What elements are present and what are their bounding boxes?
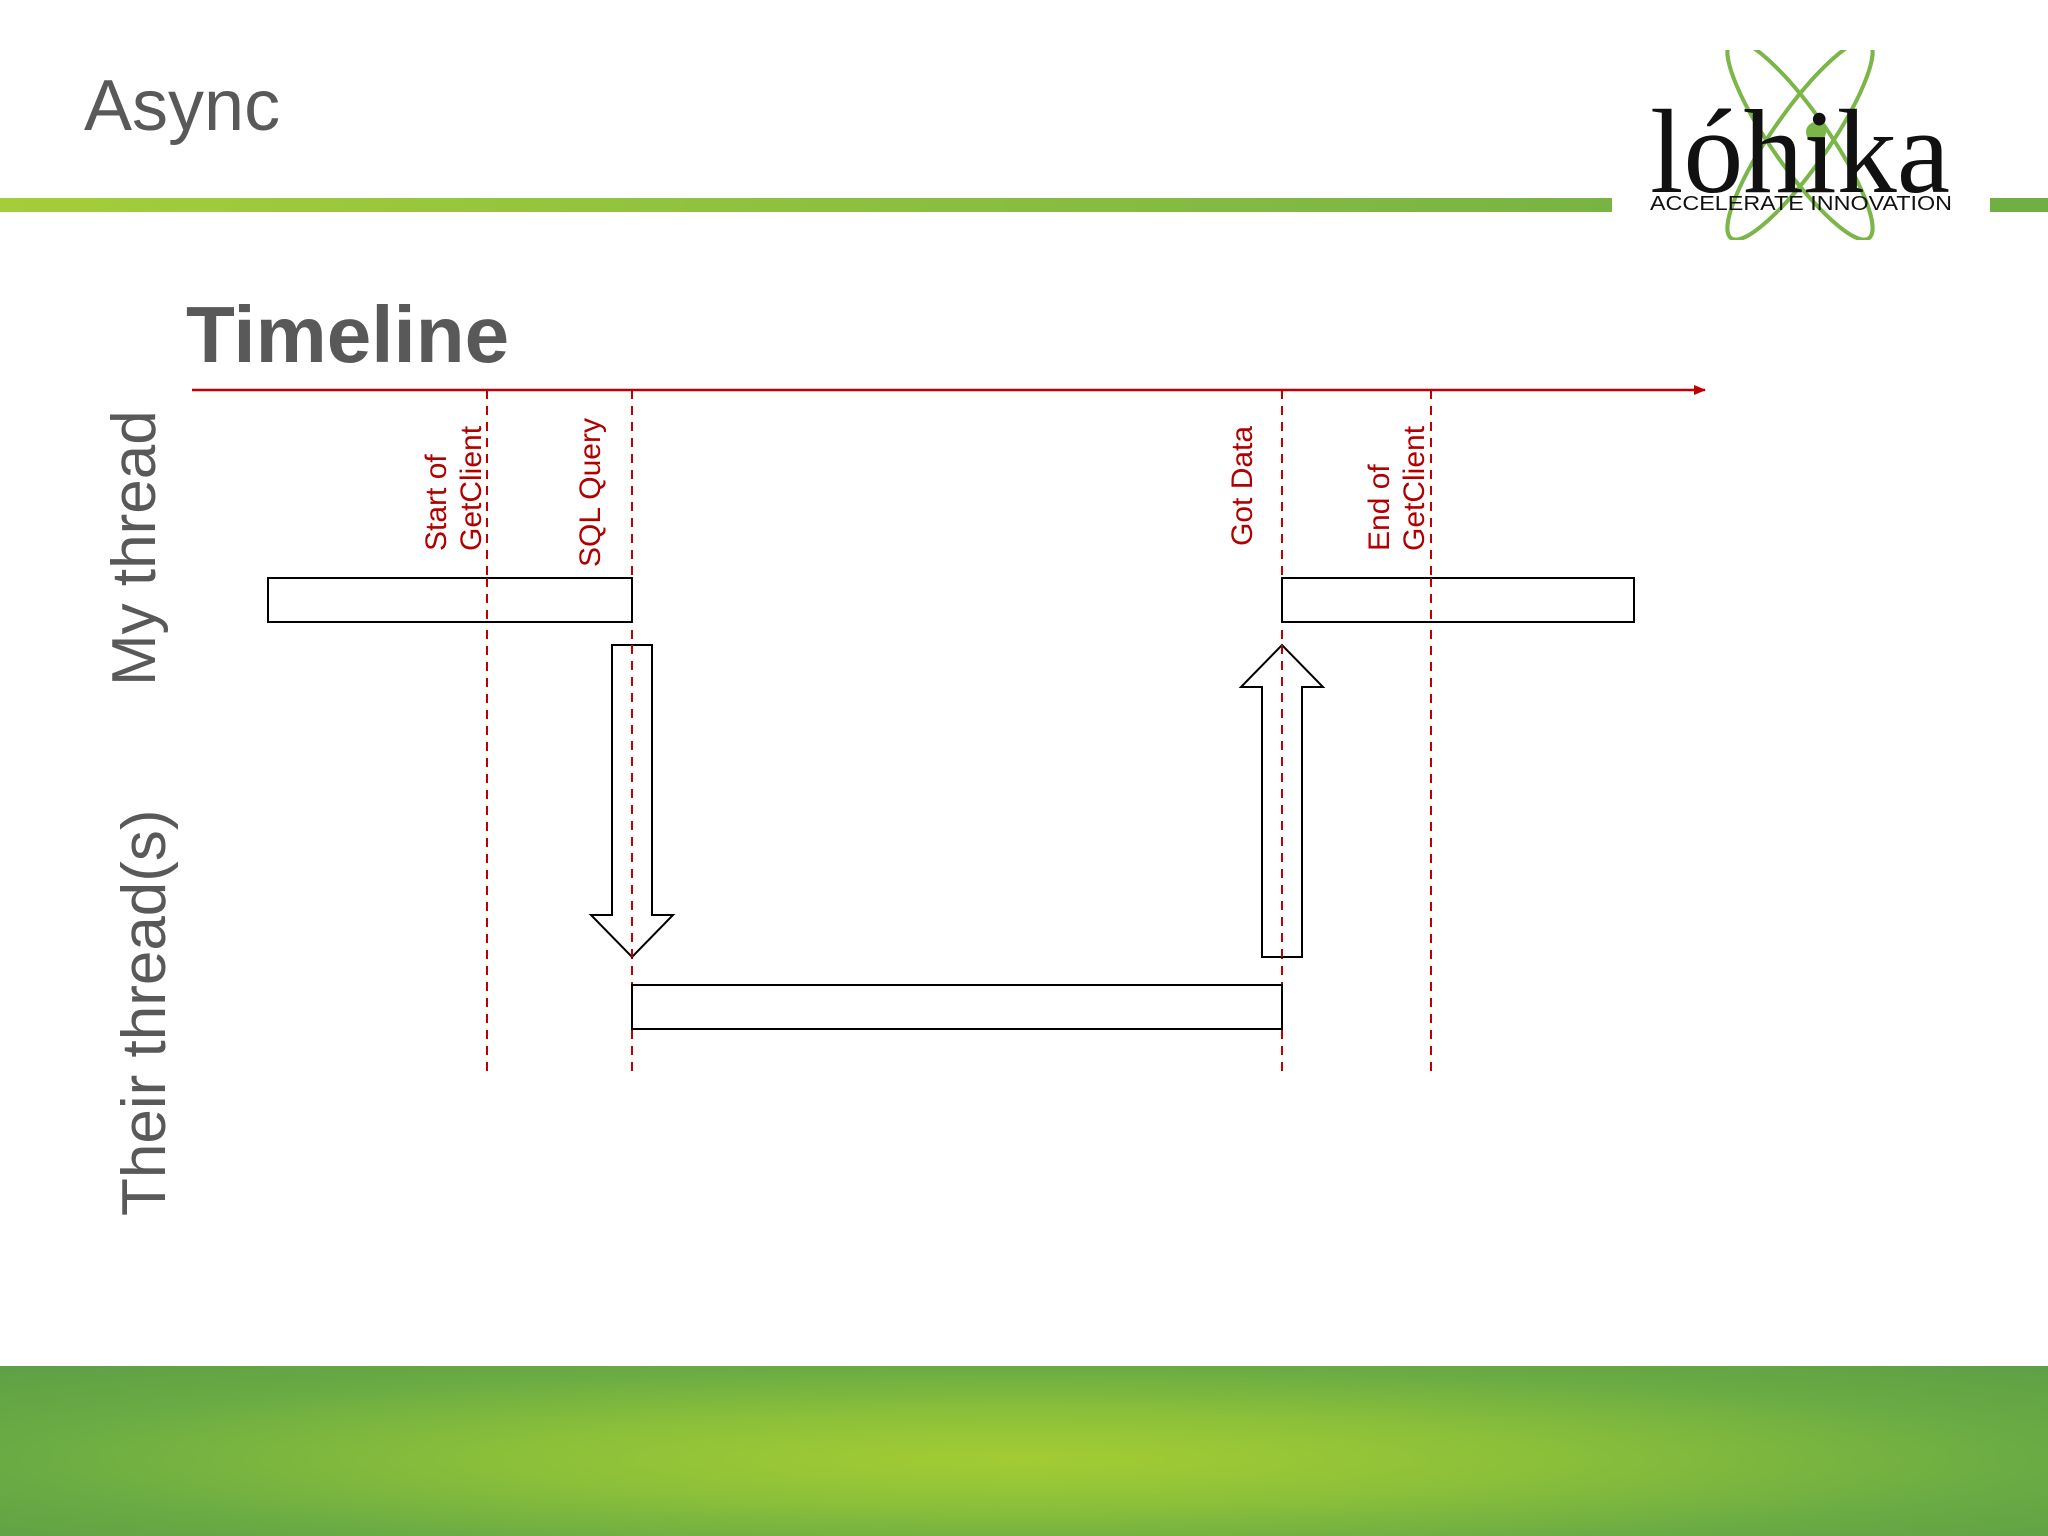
- logo-mark: lóhika ACCELERATE INNOVATION: [1650, 38, 1952, 242]
- company-logo: lóhika ACCELERATE INNOVATION: [1640, 38, 1960, 242]
- logo-tagline: ACCELERATE INNOVATION: [1650, 193, 1952, 215]
- event-label-got-data: Got Data: [1226, 425, 1259, 546]
- my-thread-bar-before: [267, 577, 633, 623]
- handoff-down-arrow: [588, 644, 676, 959]
- callback-up-arrow: [1238, 643, 1326, 958]
- slide-title: Async: [84, 66, 281, 146]
- my-thread-bar-after: [1281, 577, 1635, 623]
- footer-band: [0, 1366, 2048, 1536]
- their-thread-bar: [631, 984, 1283, 1030]
- logo-wordmark: lóhika: [1650, 85, 1950, 218]
- header-rule-left: [0, 198, 1612, 212]
- diagram-title: Timeline: [186, 290, 510, 379]
- header-rule-right: [1990, 198, 2048, 212]
- event-label-sql-query: SQL Query: [574, 418, 607, 567]
